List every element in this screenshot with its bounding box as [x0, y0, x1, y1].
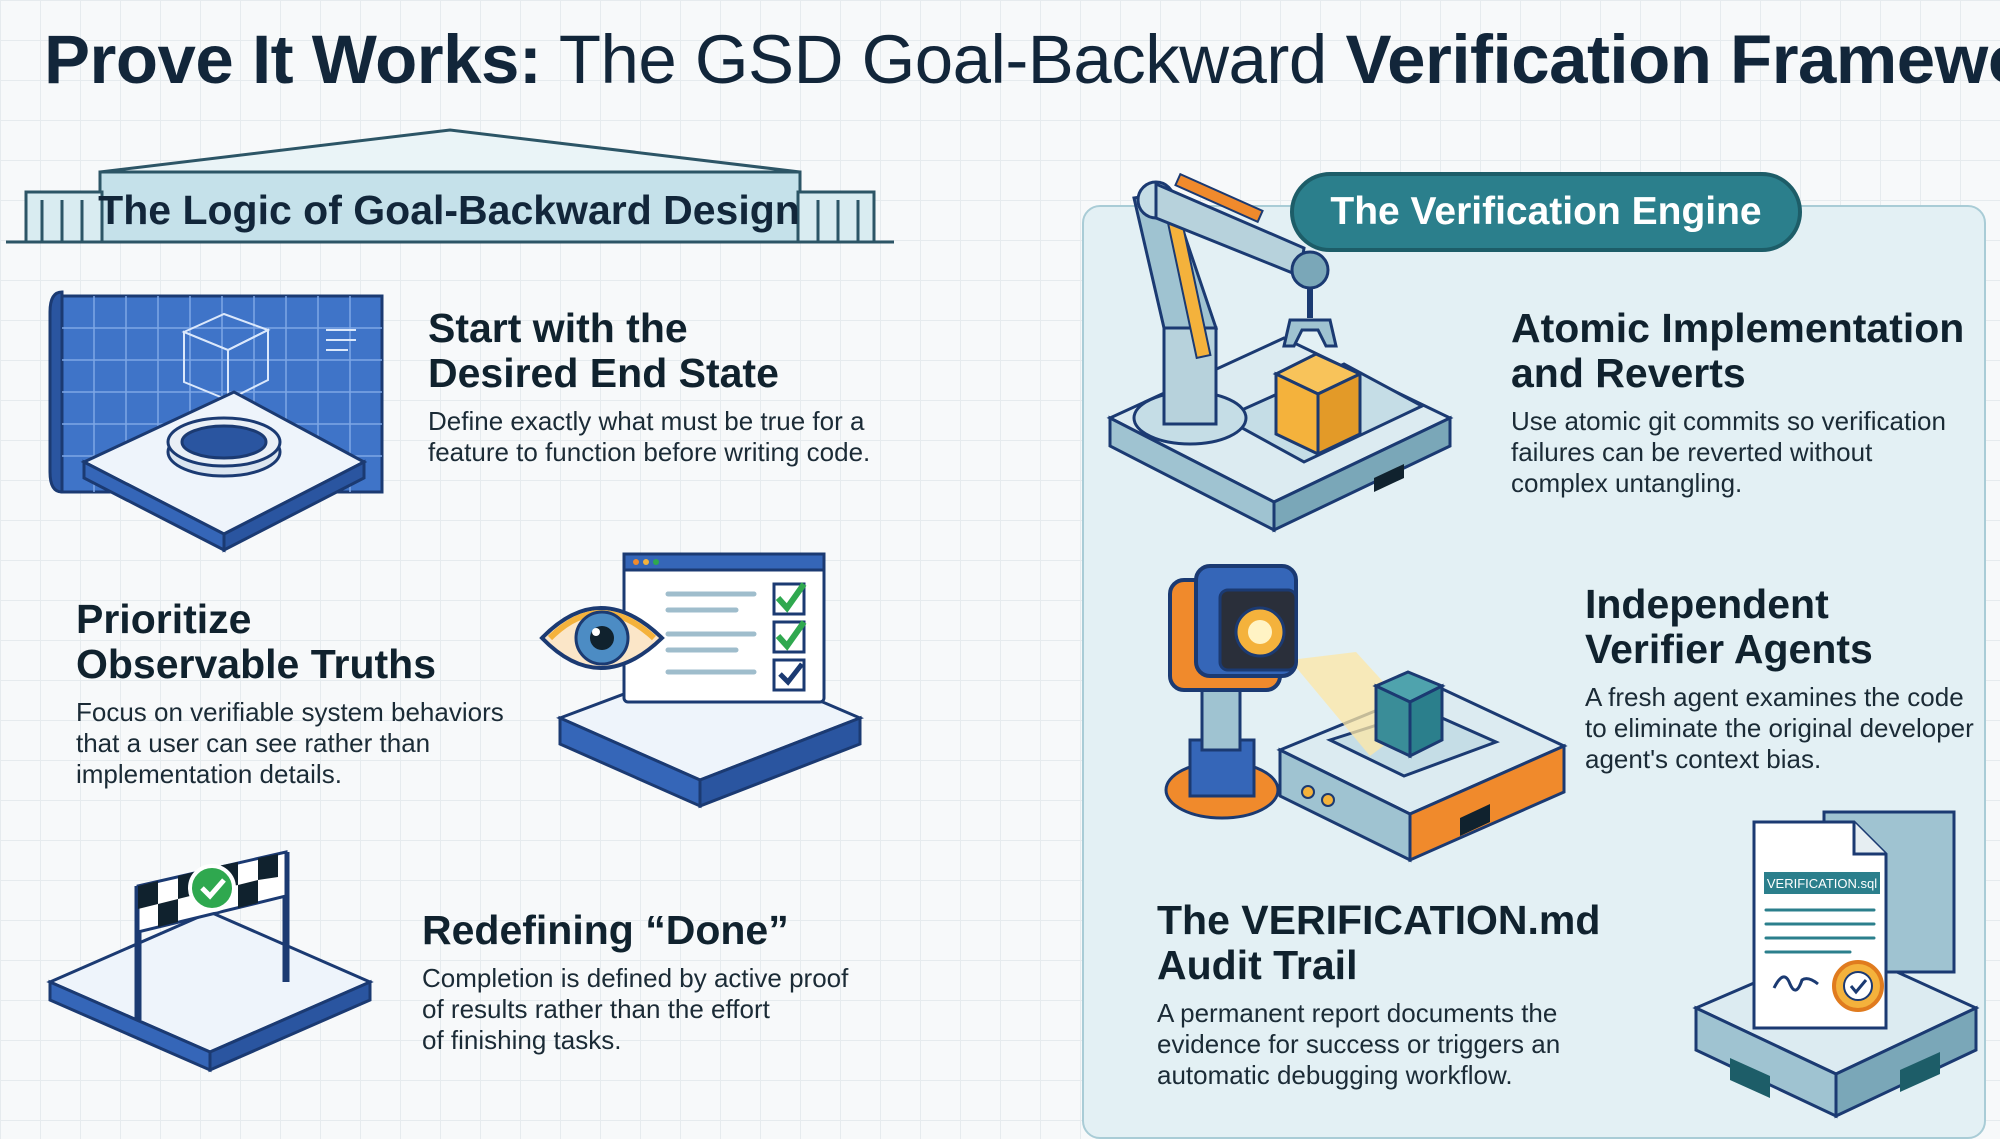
scanner-camera-icon — [1164, 564, 1568, 863]
verification-document-icon: VERIFICATION.sql — [1692, 810, 1980, 1119]
section-body: Focus on verifiable system behaviors tha… — [76, 697, 504, 789]
section-body: A permanent report documents the evidenc… — [1157, 998, 1561, 1090]
title-part-1: Prove It Works: — [44, 21, 542, 98]
section-atomic-implementation: Atomic Implementation and Reverts Use at… — [1511, 306, 1981, 499]
section-body: Define exactly what must be true for a f… — [428, 406, 871, 467]
document-label: VERIFICATION.sql — [1767, 876, 1877, 891]
section-heading: The VERIFICATION.md Audit Trail — [1157, 897, 1601, 988]
title-part-3: Verification Framework — [1345, 21, 2000, 98]
eye-checklist-icon — [539, 552, 864, 809]
left-header-label: The Logic of Goal-Backward Design — [98, 186, 800, 233]
section-desired-end-state: Start with the Desired End State Define … — [428, 306, 948, 468]
section-heading: Start with the Desired End State — [428, 305, 779, 396]
blueprint-target-icon — [48, 290, 384, 553]
left-header-banner — [6, 128, 894, 244]
section-redefining-done: Redefining “Done” Completion is defined … — [422, 908, 902, 1056]
section-observable-truths: Prioritize Observable Truths Focus on ve… — [76, 597, 536, 790]
title-part-2: The GSD Goal-Backward — [558, 21, 1327, 98]
section-body: Use atomic git commits so verification f… — [1511, 406, 1946, 498]
page-title: Prove It Works: The GSD Goal-Backward Ve… — [44, 20, 2000, 99]
section-heading: Independent Verifier Agents — [1585, 581, 1873, 672]
section-audit-trail: The VERIFICATION.md Audit Trail A perman… — [1157, 898, 1677, 1091]
section-heading: Prioritize Observable Truths — [76, 596, 437, 687]
right-header-label: The Verification Engine — [1290, 172, 1802, 252]
section-body: Completion is defined by active proof of… — [422, 963, 849, 1055]
finish-line-icon — [46, 850, 374, 1073]
section-independent-verifiers: Independent Verifier Agents A fresh agen… — [1585, 582, 1985, 775]
section-heading: Atomic Implementation and Reverts — [1511, 305, 1965, 396]
robot-arm-icon — [1106, 172, 1454, 533]
section-body: A fresh agent examines the code to elimi… — [1585, 682, 1974, 774]
section-heading: Redefining “Done” — [422, 907, 789, 953]
